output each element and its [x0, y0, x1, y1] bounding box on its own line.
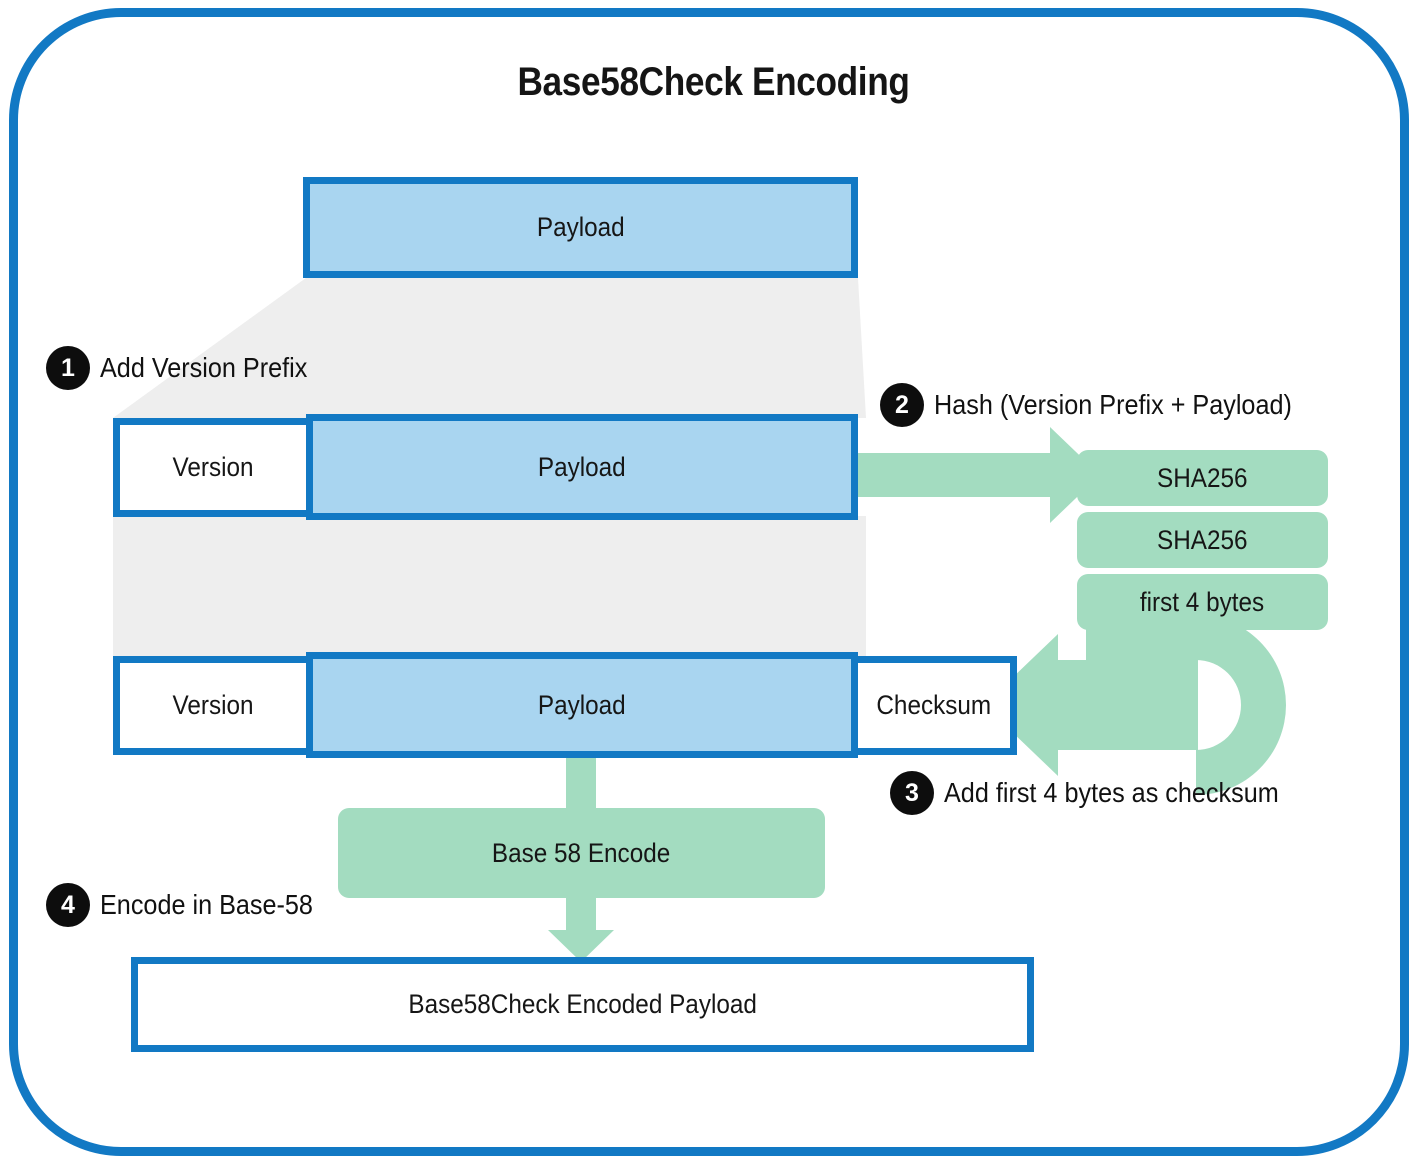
step-3-badge: 3 — [890, 771, 934, 815]
base58-encode-label: Base 58 Encode — [492, 837, 671, 868]
output-label: Base58Check Encoded Payload — [408, 989, 757, 1019]
row3-payload-label: Payload — [538, 689, 626, 720]
hash-box-sha256-1: SHA256 — [1077, 450, 1328, 506]
row2-version-box: Version — [113, 418, 313, 517]
step-4: 4 Encode in Base-58 — [46, 883, 337, 927]
row3-version-label: Version — [172, 690, 254, 720]
row2-version-label: Version — [172, 452, 254, 482]
hash-box-sha256-1-label: SHA256 — [1157, 462, 1248, 493]
row3-payload-box: Payload — [306, 652, 858, 758]
step-2-label: Hash (Version Prefix + Payload) — [934, 389, 1292, 420]
hash-box-first-4-bytes: first 4 bytes — [1077, 574, 1328, 630]
step-1-label: Add Version Prefix — [100, 352, 308, 383]
row1-payload-label: Payload — [536, 212, 625, 242]
step-2: 2 Hash (Version Prefix + Payload) — [880, 383, 1332, 427]
step-1-badge: 1 — [46, 346, 90, 390]
step-3: 3 Add first 4 bytes as checksum — [890, 771, 1316, 815]
step-4-badge: 4 — [46, 883, 90, 927]
hash-box-sha256-2: SHA256 — [1077, 512, 1328, 568]
hash-box-first-4-bytes-label: first 4 bytes — [1140, 586, 1265, 617]
base58-encode-box: Base 58 Encode — [338, 808, 825, 898]
row2-payload-label: Payload — [538, 451, 626, 482]
diagram-title: Base58Check Encoding — [517, 60, 910, 104]
step-4-label: Encode in Base-58 — [100, 889, 313, 920]
row1-payload-box: Payload — [303, 177, 858, 278]
row3-checksum-box: Checksum — [851, 656, 1017, 755]
step-3-label: Add first 4 bytes as checksum — [944, 777, 1279, 808]
output-box: Base58Check Encoded Payload — [131, 957, 1034, 1052]
row3-version-box: Version — [113, 656, 313, 755]
diagram-outer-frame — [9, 8, 1409, 1156]
step-1: 1 Add Version Prefix — [46, 346, 330, 390]
row3-checksum-label: Checksum — [876, 690, 992, 720]
row2-payload-box: Payload — [306, 414, 858, 520]
step-2-badge: 2 — [880, 383, 924, 427]
hash-box-sha256-2-label: SHA256 — [1157, 524, 1248, 555]
